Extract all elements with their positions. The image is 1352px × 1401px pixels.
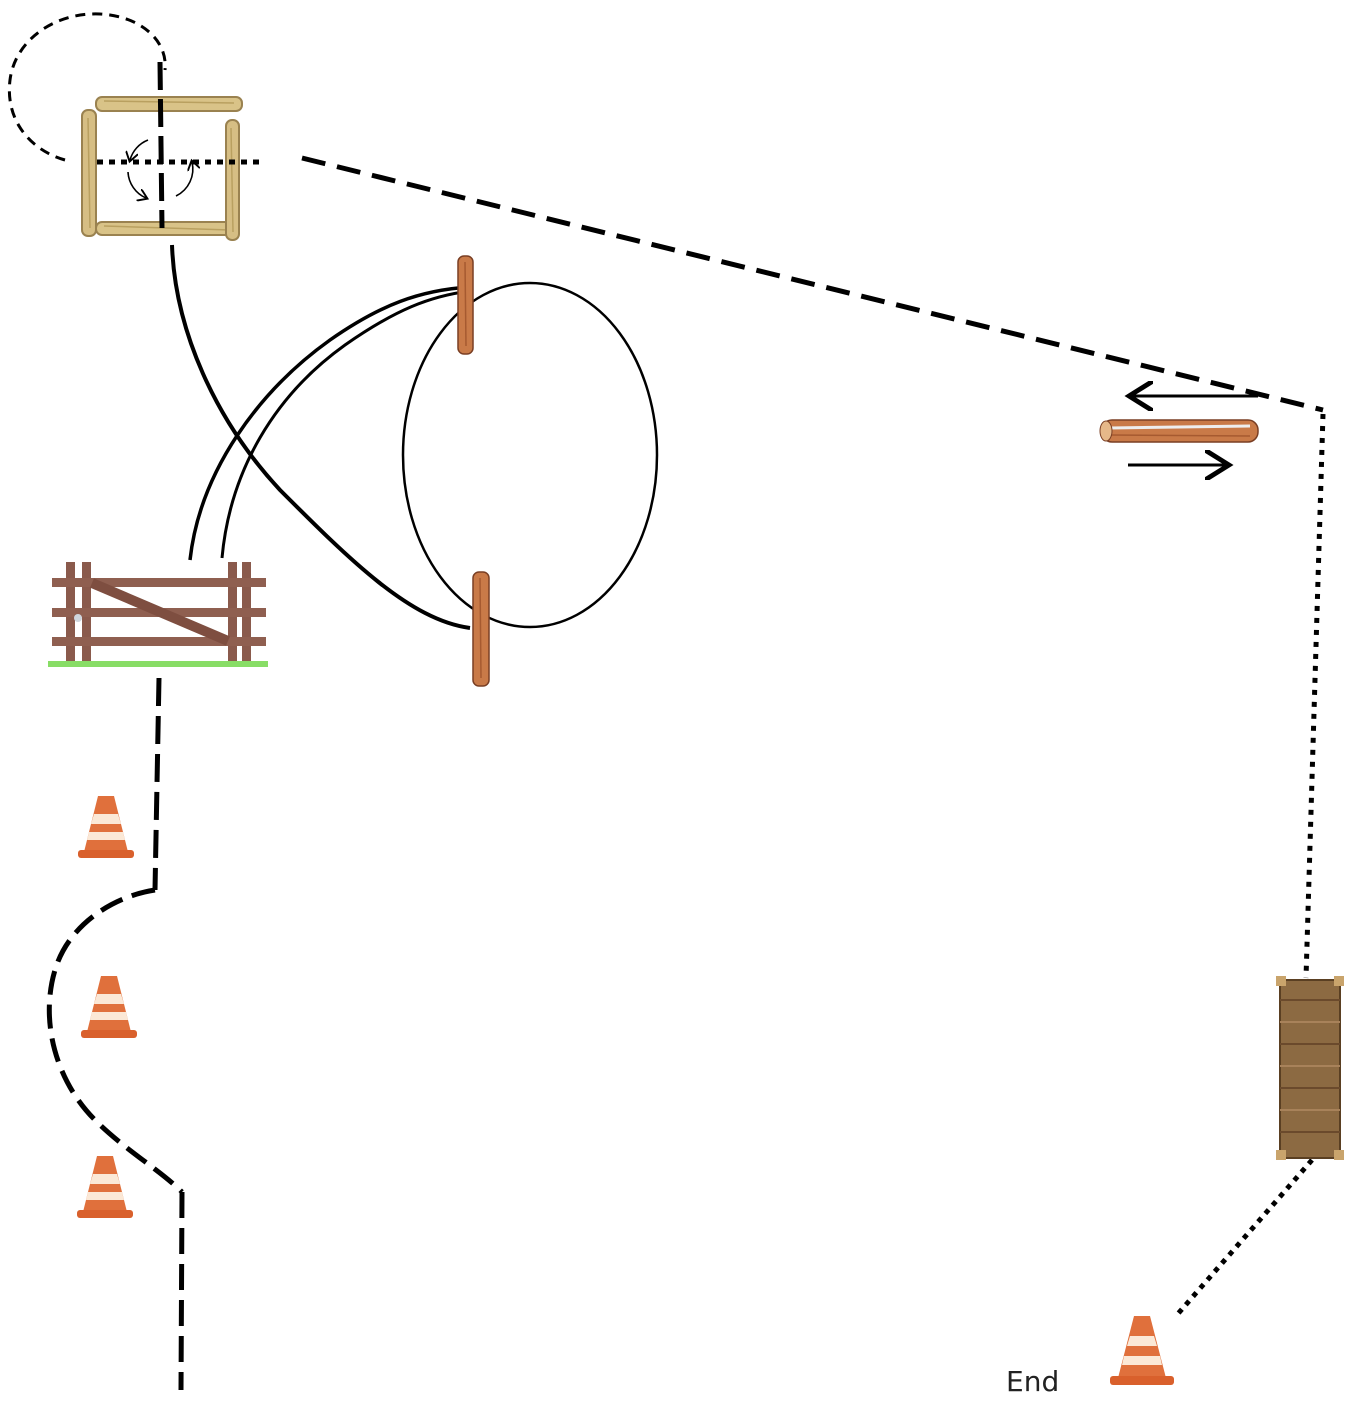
- slalom-path: [49, 890, 182, 1192]
- cone-icon: [78, 796, 134, 858]
- square-vertical-path: [160, 62, 162, 228]
- cone-icon: [81, 976, 137, 1038]
- post-circle-path: [403, 283, 657, 627]
- end-dotted-path: [1176, 1160, 1312, 1316]
- long-diagonal-path: [302, 158, 1323, 410]
- gate-to-slalom-path: [155, 678, 159, 890]
- exit-path: [181, 1192, 182, 1390]
- route-path: [9, 14, 1323, 1390]
- right-dotted-path: [1306, 414, 1323, 978]
- cone-icon: [77, 1156, 133, 1218]
- end-cone-icon: [1110, 1316, 1174, 1385]
- post-icon: [473, 572, 489, 686]
- figure-eight-path-2: [190, 287, 470, 560]
- end-label: End: [1006, 1365, 1059, 1398]
- log-icon: [1100, 420, 1258, 442]
- gate-icon: [48, 562, 268, 667]
- bridge-icon: [1276, 976, 1344, 1160]
- post-icon: [458, 256, 473, 354]
